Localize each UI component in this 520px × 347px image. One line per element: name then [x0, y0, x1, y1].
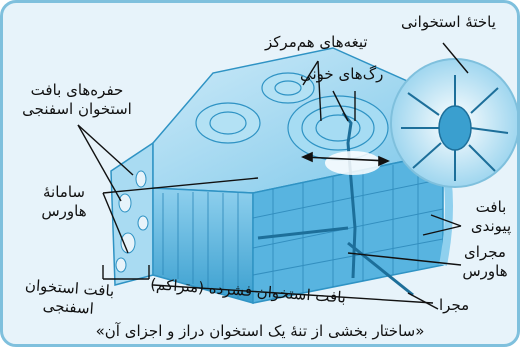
highlight-spot [325, 151, 381, 175]
bone-cell-magnified [391, 59, 519, 187]
label-bone-cell: یاختهٔ استخوانی [401, 13, 496, 32]
label-concentric-lamellae: تیغه‌های هم‌مرکز [265, 33, 368, 52]
label-connective-tissue: بافت پیوندی [465, 198, 517, 236]
label-haversian-canal: مجرای هاورس [455, 243, 515, 281]
label-spongy-cavities: حفره‌های بافت استخوان اسفنجی [11, 81, 143, 119]
label-canal: مجرا [439, 296, 469, 315]
figure-caption: «ساختار بخشی از تنهٔ یک استخوان دراز و ا… [3, 322, 517, 340]
label-spongy-bone: بافت استخوان اسفنجی [18, 276, 120, 320]
label-haversian-system: سامانهٔ هاورس [25, 183, 103, 221]
label-blood-vessels: رگ‌های خونی [300, 65, 383, 84]
